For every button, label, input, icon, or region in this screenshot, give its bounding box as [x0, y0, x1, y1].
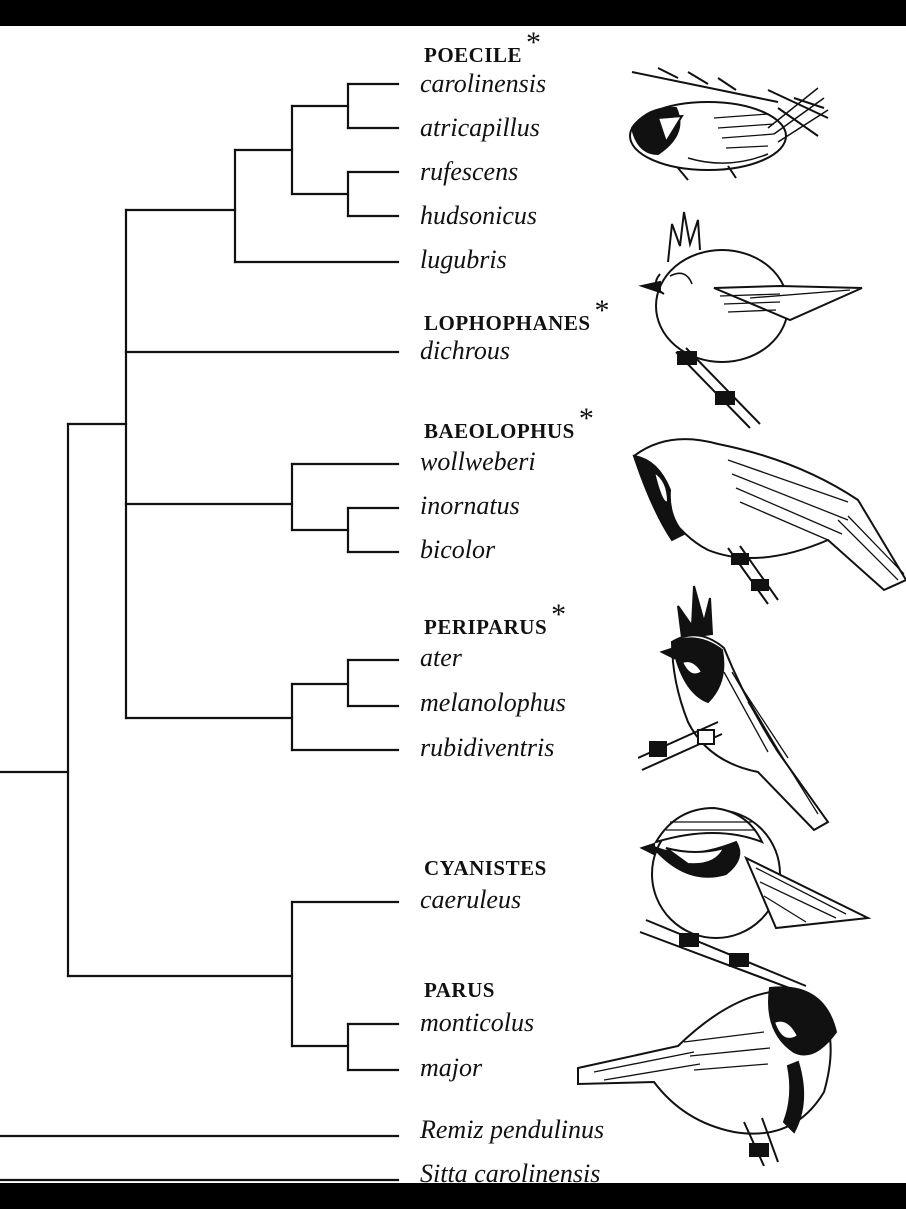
great-tit-bird-icon — [577, 986, 838, 1166]
species-label: atricapillus — [420, 113, 540, 142]
titmouse-bird-icon — [632, 438, 906, 605]
genus-label-baeolophus: BAEOLOPHUS* — [424, 402, 595, 443]
highlight-asterisk: * — [578, 402, 595, 435]
highlight-asterisk: * — [551, 598, 567, 631]
species-label: lugubris — [420, 245, 507, 274]
species-label: wollweberi — [420, 447, 536, 476]
species-label: major — [420, 1053, 483, 1082]
phylogeny-figure: POECILE* carolinensis atricapillus rufes… — [0, 26, 906, 1183]
highlight-asterisk: * — [594, 294, 611, 327]
coal-tit-bird-icon — [638, 585, 830, 832]
highlight-asterisk: * — [526, 26, 542, 59]
phylogenetic-tree — [0, 82, 400, 1182]
species-label: dichrous — [420, 336, 511, 365]
blue-tit-bird-icon — [639, 806, 872, 988]
species-label: ater — [420, 643, 462, 672]
genus-label-periparus: PERIPARUS* — [424, 598, 567, 639]
crested-tit-bird-icon — [638, 211, 863, 429]
genus-label-parus: PARUS — [424, 978, 495, 1002]
species-label: carolinensis — [420, 69, 547, 98]
species-label: bicolor — [420, 535, 496, 564]
species-label: inornatus — [420, 491, 520, 520]
species-label: monticolus — [420, 1008, 535, 1037]
genus-label-cyanistes: CYANISTES — [424, 856, 547, 880]
chickadee-bird-icon — [629, 67, 829, 181]
species-label: hudsonicus — [420, 201, 537, 230]
genus-label-poecile: POECILE* — [424, 26, 542, 67]
outgroup-label: Remiz pendulinus — [420, 1115, 605, 1144]
species-label: rufescens — [420, 157, 519, 186]
genus-label-lophophanes: LOPHOPHANES* — [424, 294, 611, 335]
species-label: rubidiventris — [420, 733, 555, 762]
species-label: caeruleus — [420, 885, 522, 914]
outgroup-label: Sitta carolinensis — [420, 1159, 601, 1184]
species-label: melanolophus — [420, 688, 566, 717]
